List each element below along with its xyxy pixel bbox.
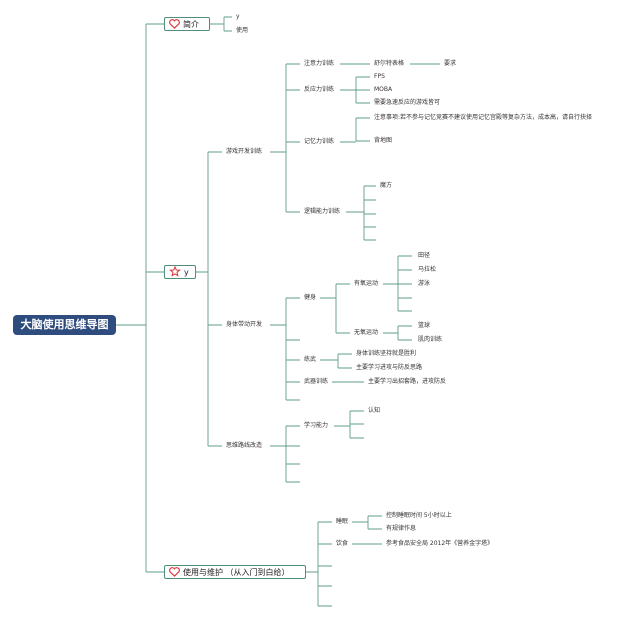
node-diet[interactable]: 饮食 <box>336 540 349 547</box>
node-learning[interactable]: 学习能力 <box>304 422 329 429</box>
node-marathon[interactable]: 马拉松 <box>418 266 437 273</box>
star-icon <box>169 265 181 277</box>
node-reaction[interactable]: 反应力训练 <box>304 86 335 93</box>
node-schulte[interactable]: 舒尔特表格 <box>374 60 405 67</box>
node-rubik[interactable]: 魔方 <box>380 182 393 189</box>
intro-item-2[interactable]: 使用 <box>236 27 249 34</box>
node-weapon-item[interactable]: 主要学习出招套路，进攻防反 <box>368 378 447 385</box>
heart-icon <box>169 19 180 29</box>
node-logic[interactable]: 逻辑能力训练 <box>304 208 341 215</box>
topic-star[interactable]: y <box>164 265 196 279</box>
root-topic[interactable]: 大脑使用思维导图 <box>13 315 116 335</box>
node-fast-games[interactable]: 需要急速反应的游戏皆可 <box>374 99 441 106</box>
node-diet-item[interactable]: 参考食品安全局 2012年《营养金字塔》 <box>386 540 494 547</box>
node-martial-1[interactable]: 身体训练坚持就是胜利 <box>356 350 417 357</box>
node-swim[interactable]: 游泳 <box>418 280 431 287</box>
node-anaerobic[interactable]: 无氧运动 <box>354 329 379 336</box>
intro-item-1[interactable]: y <box>236 13 240 20</box>
node-fps[interactable]: FPS <box>374 73 385 80</box>
node-muscle[interactable]: 肌肉训练 <box>418 336 443 343</box>
node-memory-note[interactable]: 注意事项:若不参与记忆竞赛不建议使用记忆宫殿等复杂方法，成本高，请自行抉择 <box>374 114 593 121</box>
node-fitness[interactable]: 健身 <box>304 294 317 301</box>
node-weapon[interactable]: 武器训练 <box>304 378 329 385</box>
node-body-training[interactable]: 身体带动开发 <box>226 321 263 328</box>
node-game-training[interactable]: 游戏开发训练 <box>226 148 263 155</box>
node-cognition[interactable]: 认知 <box>368 407 381 414</box>
node-key[interactable]: 要求 <box>444 60 457 67</box>
node-attention[interactable]: 注意力训练 <box>304 60 335 67</box>
node-memory-map[interactable]: 背地图 <box>374 137 393 144</box>
node-martial-2[interactable]: 主要学习进攻与防反思路 <box>356 364 423 371</box>
topic-care[interactable]: 使用与维护 （从入门到白给） <box>164 565 306 579</box>
node-moba[interactable]: MOBA <box>374 86 393 93</box>
node-aerobic[interactable]: 有氧运动 <box>354 280 379 287</box>
node-sleep-2[interactable]: 有规律作息 <box>386 525 417 532</box>
heart-icon <box>169 567 180 577</box>
node-mind-route[interactable]: 思维路线改造 <box>226 442 263 449</box>
topic-intro[interactable]: 简介 <box>164 17 210 31</box>
node-sleep-1[interactable]: 控制睡眠时间 5小时以上 <box>386 512 452 519</box>
node-basketball[interactable]: 篮球 <box>418 322 431 329</box>
topic-care-label: 使用与维护 （从入门到白给） <box>183 568 290 577</box>
node-sleep[interactable]: 睡眠 <box>336 518 349 525</box>
node-martial[interactable]: 练武 <box>304 356 317 363</box>
node-memory[interactable]: 记忆力训练 <box>304 138 335 145</box>
topic-star-label: y <box>184 268 189 277</box>
topic-intro-label: 简介 <box>183 20 199 29</box>
node-track[interactable]: 田径 <box>418 252 431 259</box>
